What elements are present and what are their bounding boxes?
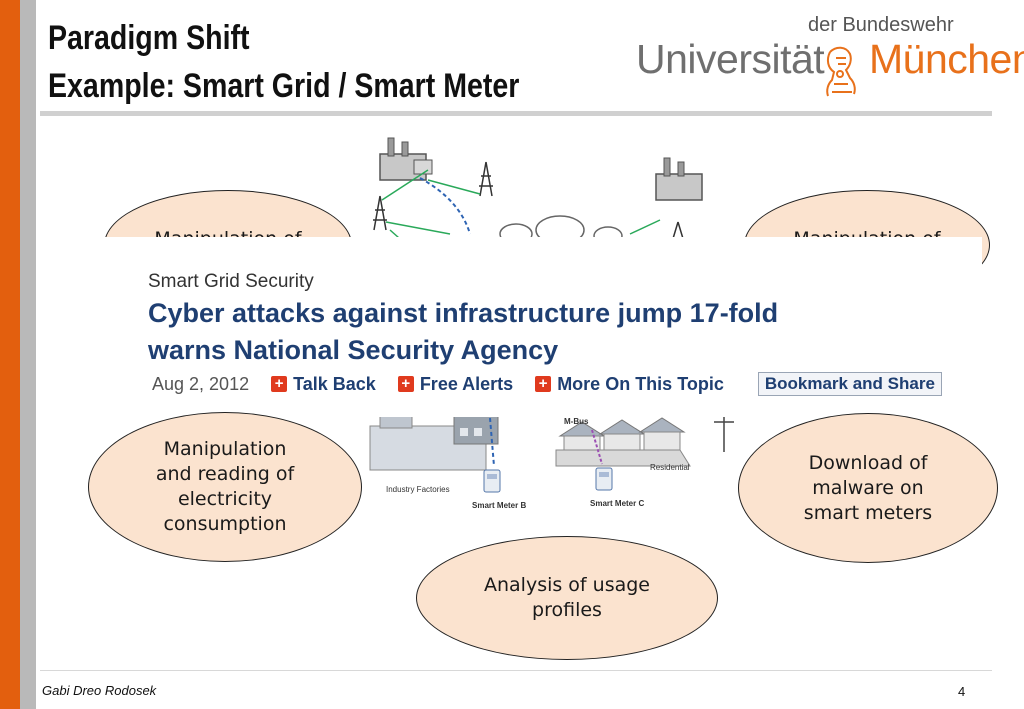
bubble-text-line: and reading of xyxy=(155,463,295,485)
bubble-manipulation-reading-text: Manipulation and reading of electricity … xyxy=(156,437,294,537)
bubble-malware-download: Download of malware on smart meters xyxy=(738,413,998,563)
bubble-text-line: profiles xyxy=(532,599,602,621)
logo-subtitle: der Bundeswehr xyxy=(808,14,954,36)
talk-back-link[interactable]: + Talk Back xyxy=(271,374,376,395)
bubble-text-line: consumption xyxy=(163,513,287,535)
bubble-text-line: malware on xyxy=(812,476,924,499)
mbus-link xyxy=(591,429,603,465)
mbus-label: M-Bus xyxy=(564,417,589,426)
talk-back-label: Talk Back xyxy=(293,373,376,394)
footer-author: Gabi Dreo Rodosek xyxy=(42,683,157,698)
footer-divider xyxy=(40,670,992,671)
bubble-text-line: smart meters xyxy=(803,501,933,524)
left-accent-bar xyxy=(0,0,20,709)
page-number: 4 xyxy=(958,684,966,699)
university-logo: der Bundeswehr Universität München xyxy=(636,14,1024,100)
bookmark-share-button[interactable]: Bookmark and Share xyxy=(757,372,942,396)
smart-meter-c-label: Smart Meter C xyxy=(590,499,644,508)
power-plant-right-icon xyxy=(655,157,703,201)
plus-icon: + xyxy=(397,376,414,392)
plus-icon: + xyxy=(535,376,552,392)
news-section-label: Smart Grid Security xyxy=(148,271,314,292)
knight-seal-icon xyxy=(826,46,856,97)
bubble-text-line: Download of xyxy=(808,451,928,474)
news-headline-line-2: warns National Security Agency xyxy=(148,335,559,365)
smart-meter-b-icon xyxy=(483,469,501,493)
bubble-manipulation-reading: Manipulation and reading of electricity … xyxy=(88,412,362,562)
news-meta-bar: Aug 2, 2012 + Talk Back + Free Alerts + … xyxy=(152,371,942,397)
industry-factories-label: Industry Factories xyxy=(386,485,450,494)
logo-city: München xyxy=(869,36,1024,82)
bubble-text-line: Analysis of usage xyxy=(483,574,650,596)
residential-houses-icon xyxy=(555,417,691,467)
news-headline: Cyber attacks against infrastructure jum… xyxy=(148,295,778,369)
free-alerts-link[interactable]: + Free Alerts xyxy=(397,373,514,395)
residential-label: Residential xyxy=(650,463,690,472)
news-clipping: Smart Grid Security Cyber attacks agains… xyxy=(102,237,982,417)
bubble-text-line: electricity xyxy=(177,488,273,510)
bubble-text-line: Manipulation xyxy=(163,438,287,460)
communication-link xyxy=(419,177,471,235)
smart-meter-b-label: Smart Meter B xyxy=(472,501,526,510)
more-on-topic-label: More On This Topic xyxy=(557,373,724,394)
power-plant-left-icon xyxy=(379,137,433,181)
power-lines xyxy=(381,169,661,247)
more-on-topic-link[interactable]: + More On This Topic xyxy=(535,374,724,395)
logo-university: Universität xyxy=(636,36,825,82)
slide-title-line-2: Example: Smart Grid / Smart Meter xyxy=(48,67,520,105)
slide-title: Paradigm Shift Example: Smart Grid / Sma… xyxy=(48,14,519,110)
bubble-usage-analysis: Analysis of usage profiles xyxy=(416,536,718,660)
utility-pole-icon xyxy=(714,416,734,452)
bubble-malware-download-text: Download of malware on smart meters xyxy=(804,451,932,526)
left-grey-bar xyxy=(20,0,36,709)
slide-title-line-1: Paradigm Shift xyxy=(48,19,250,57)
header-divider xyxy=(40,111,992,116)
news-date: Aug 2, 2012 xyxy=(152,373,250,394)
plus-icon: + xyxy=(271,376,288,392)
smart-meter-c-icon xyxy=(595,467,613,491)
news-headline-line-1: Cyber attacks against infrastructure jum… xyxy=(148,298,779,328)
meter-b-link xyxy=(489,417,495,467)
free-alerts-label: Free Alerts xyxy=(419,373,514,394)
bubble-usage-analysis-text: Analysis of usage profiles xyxy=(484,573,650,623)
